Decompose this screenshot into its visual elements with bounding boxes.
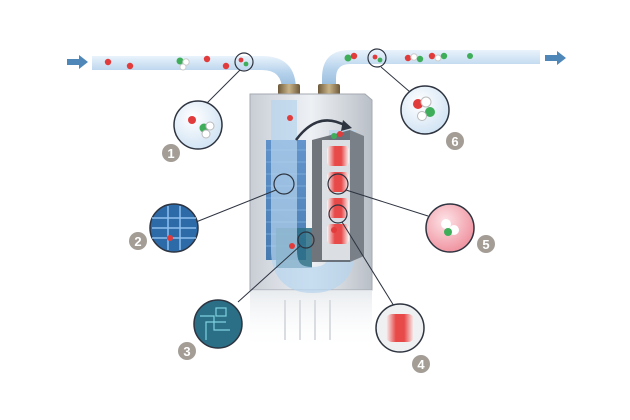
- cell-focus-ring: [327, 173, 349, 195]
- molecule-dot: [203, 55, 211, 63]
- step-number: 6: [451, 134, 458, 149]
- callout-filter-mesh: [149, 203, 199, 253]
- step-number: 2: [134, 234, 141, 249]
- callout-inlet-molecules: [173, 100, 223, 150]
- molecule-cluster: [428, 52, 448, 62]
- molecule-cluster: [176, 57, 190, 71]
- outlet-duct: [322, 50, 540, 92]
- board-focus-ring: [297, 231, 315, 249]
- molecule-dot: [104, 58, 112, 66]
- step-badge-1: 1: [162, 144, 180, 162]
- inflow-arrow-icon: [67, 55, 88, 69]
- outflow-arrow-icon: [545, 51, 566, 65]
- molecule-dot: [331, 227, 337, 233]
- circulation-arrowhead: [341, 120, 352, 131]
- molecule-cluster: [404, 53, 424, 63]
- inlet-focus-ring: [234, 52, 254, 72]
- outlet-focus-ring: [367, 48, 387, 68]
- step-badge-5: 5: [477, 235, 495, 253]
- heating-chamber: [312, 130, 364, 262]
- step-badge-3: 3: [178, 342, 196, 360]
- step-badge-6: 6: [446, 132, 464, 150]
- step-badge-2: 2: [129, 232, 147, 250]
- filter-focus-ring: [273, 173, 295, 195]
- molecule-cluster: [372, 54, 383, 63]
- step-number: 3: [183, 344, 190, 359]
- callout-outlet-molecules: [400, 85, 450, 135]
- molecule-dot: [467, 53, 473, 59]
- callout-leaders: [195, 66, 429, 307]
- molecule-dot: [126, 62, 134, 70]
- molecule-cluster: [238, 57, 249, 67]
- circulation-arrow-icon: [294, 119, 347, 141]
- molecule-dot: [289, 243, 295, 249]
- inlet-duct: [92, 56, 296, 92]
- callout-control-board: [193, 299, 243, 349]
- molecule-cluster: [344, 52, 358, 62]
- step-number: 5: [482, 237, 489, 252]
- molecule-dot: [287, 115, 293, 121]
- callout-hot-molecule: [425, 203, 475, 253]
- callout-heating-cell: [375, 303, 425, 353]
- step-number: 1: [167, 146, 174, 161]
- molecule-dot: [222, 62, 230, 70]
- step-number: 4: [417, 357, 425, 372]
- step-badge-4: 4: [412, 355, 430, 373]
- hot-focus-ring: [328, 204, 348, 224]
- molecule-cluster: [331, 131, 343, 139]
